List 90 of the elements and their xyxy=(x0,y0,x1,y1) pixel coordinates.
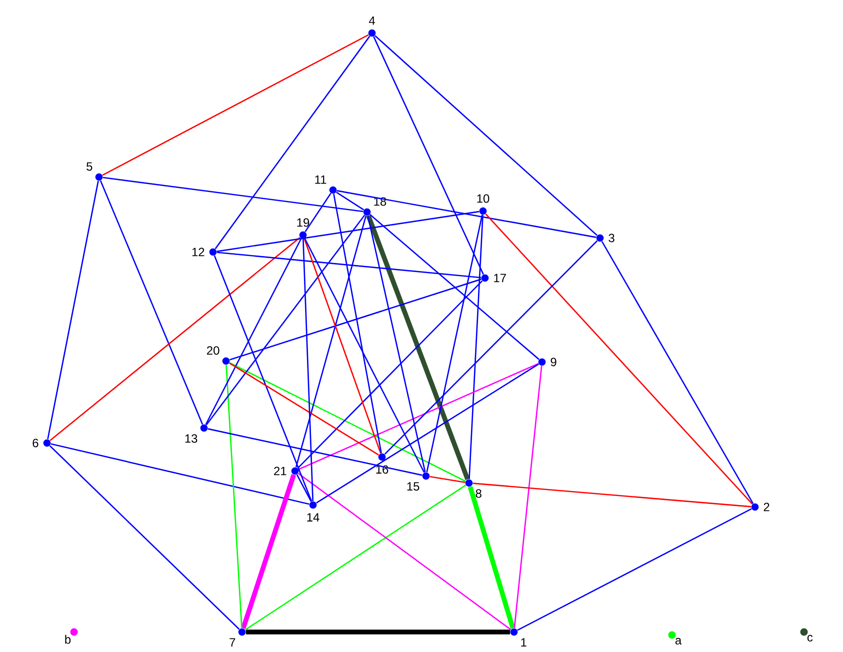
node-label: 7 xyxy=(230,638,236,647)
node-label: 15 xyxy=(407,482,420,491)
graph-edge xyxy=(333,194,382,454)
legend-label: a xyxy=(675,638,682,644)
graph-edge xyxy=(426,214,483,472)
graph-vertex: 6 xyxy=(30,437,51,449)
graph-vertex: 12 xyxy=(190,246,217,258)
graph-vertex: 9 xyxy=(538,356,558,368)
graph-edge xyxy=(49,445,240,630)
graph-edge xyxy=(298,472,512,630)
legend-label: b xyxy=(65,634,71,644)
graph-vertex: 5 xyxy=(84,161,103,181)
graph-edge xyxy=(336,190,596,238)
legend-label: c xyxy=(807,634,813,642)
graph-edge xyxy=(367,216,426,472)
graph-edge xyxy=(316,364,540,504)
graph-vertex: 8 xyxy=(465,479,484,500)
graph-edge xyxy=(485,213,753,505)
graph-edge xyxy=(304,192,332,232)
node-label: 11 xyxy=(315,175,326,184)
graph-edge xyxy=(472,482,752,508)
graph-vertex: 11 xyxy=(312,174,337,194)
graph-vertex: 20 xyxy=(205,344,230,365)
graph-edge xyxy=(208,428,422,476)
graph-edge xyxy=(296,474,312,502)
node-label: 8 xyxy=(476,489,482,498)
graph-edge xyxy=(102,176,364,212)
node-label: 5 xyxy=(86,162,92,171)
graph-edge xyxy=(216,210,480,252)
graph-edge xyxy=(100,180,204,425)
graph-edge xyxy=(298,362,539,470)
graph-edge xyxy=(374,35,598,236)
graph-vertex: 7 xyxy=(228,628,246,648)
graph-edge xyxy=(102,34,369,176)
graph-vertex: 19 xyxy=(295,216,311,239)
graph-vertex: 14 xyxy=(305,501,321,523)
graph-edge xyxy=(214,255,312,502)
graph-edge xyxy=(302,238,314,502)
graph-vertex: 2 xyxy=(751,501,772,513)
graph-edge xyxy=(384,240,598,455)
graph-edge xyxy=(304,238,382,454)
graph-edge xyxy=(295,216,367,468)
graph-edge xyxy=(229,362,466,482)
graph-edge xyxy=(50,236,300,442)
graph-edge xyxy=(50,443,310,505)
graph-edge xyxy=(373,36,484,275)
graph-edge xyxy=(230,278,482,360)
node-label: 21 xyxy=(274,466,286,476)
graph-edge xyxy=(297,280,483,469)
node-label: 12 xyxy=(192,248,204,256)
graph-edge xyxy=(304,238,425,473)
node-label: 20 xyxy=(206,346,220,355)
graph-edge xyxy=(514,366,542,628)
node-label: 13 xyxy=(185,434,198,443)
graph-edge xyxy=(601,241,754,504)
graph-edge xyxy=(370,214,540,360)
node-label: 1 xyxy=(521,638,526,647)
node-label: 4 xyxy=(368,16,375,25)
graph-edge xyxy=(468,486,516,629)
graph-vertex: 4 xyxy=(367,15,377,37)
node-label: 6 xyxy=(32,438,38,448)
graph-edge xyxy=(47,180,99,440)
graph-vertex: 21 xyxy=(272,465,299,477)
node-label: 10 xyxy=(477,194,490,203)
node-label: 17 xyxy=(494,274,506,282)
graph-vertex: 15 xyxy=(405,472,430,492)
graph-edge xyxy=(214,36,370,250)
graph-edge xyxy=(366,214,470,480)
graph-edge xyxy=(206,214,366,426)
graph-edge xyxy=(336,192,364,210)
graph-edge xyxy=(244,484,466,630)
graph-edge xyxy=(246,630,510,634)
node-label: 3 xyxy=(608,234,614,242)
graph-edge xyxy=(240,474,296,629)
graph-vertex: 17 xyxy=(481,272,508,284)
node-label: 14 xyxy=(307,513,320,522)
node-label: 2 xyxy=(764,502,770,512)
graph-edge xyxy=(430,476,466,484)
graph-edge xyxy=(226,364,242,628)
graph-vertex: 1 xyxy=(510,628,528,648)
node-label: 9 xyxy=(550,358,556,366)
node-label: 19 xyxy=(297,218,310,227)
graph-vertex: 3 xyxy=(596,232,616,244)
graph-vertex: 13 xyxy=(183,424,208,444)
graph-edge xyxy=(205,238,302,425)
graph-edge xyxy=(468,214,484,480)
graph-edge xyxy=(216,252,482,278)
graph-vertex: 10 xyxy=(475,192,491,215)
graph-edge xyxy=(517,508,752,631)
graph-edge xyxy=(229,362,379,456)
